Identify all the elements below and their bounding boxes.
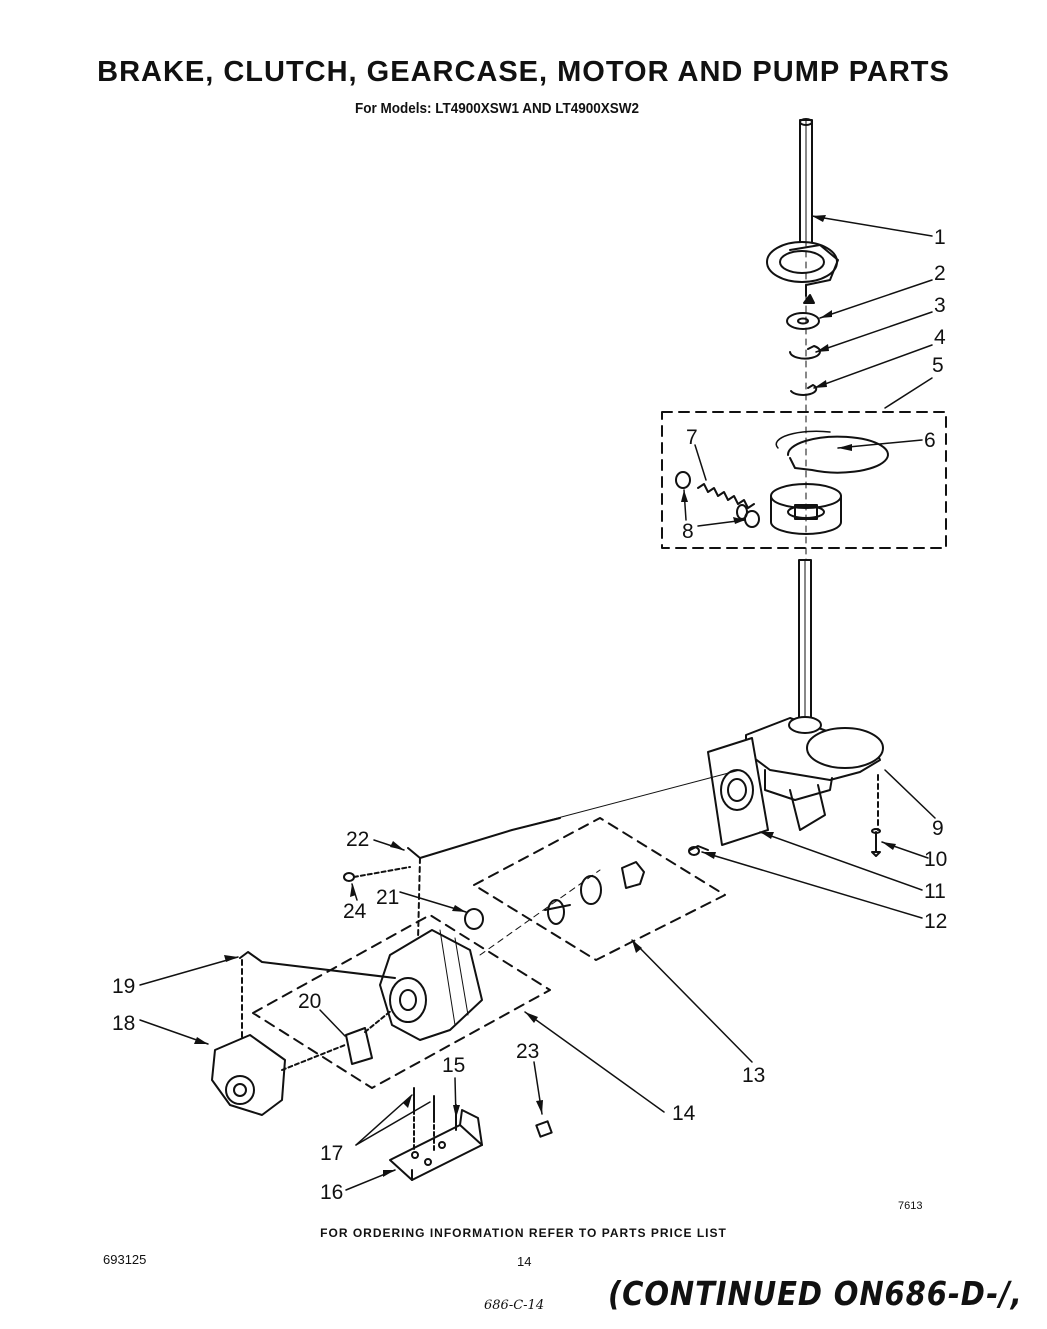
part-18-pump	[211, 1034, 346, 1116]
callout-1: 1	[934, 226, 946, 249]
part-8-pads	[675, 471, 760, 528]
callout-24: 24	[343, 900, 367, 923]
part-16-mount-bracket	[389, 1109, 483, 1181]
part-9-gearcase	[745, 716, 884, 831]
part-5-brake-assembly-box	[661, 411, 947, 549]
leader-arrowheads	[194, 215, 896, 1177]
callout-9: 9	[932, 817, 944, 840]
callout-23: 23	[516, 1040, 539, 1063]
motor	[379, 869, 601, 1041]
callout-5: 5	[932, 354, 944, 377]
callout-4: 4	[934, 326, 946, 349]
callout-3: 3	[934, 294, 946, 317]
callout-22: 22	[346, 828, 369, 851]
part-21-grommet	[464, 908, 484, 930]
part-22-bracket	[407, 769, 741, 941]
callout-8: 8	[682, 520, 694, 543]
part-2-washer	[786, 312, 820, 330]
callout-13: 13	[742, 1064, 765, 1087]
part-3-retaining-ring	[789, 345, 821, 360]
callout-labels: 1 2 3 4 5 6 7 8 9 10 11 12 13 14 15 16 1…	[112, 226, 947, 1204]
part-4-retaining-ring	[790, 384, 818, 396]
callout-15: 15	[442, 1054, 465, 1077]
part-20-switch	[345, 1009, 393, 1065]
figure-number: 7613	[898, 1200, 923, 1212]
part-11-gearcase-plate	[707, 737, 769, 846]
part-1-shaft-brake-cam	[766, 118, 839, 304]
models-subtitle: For Models: LT4900XSW1 AND LT4900XSW2	[355, 100, 640, 117]
handwritten-reference: 686-C-14	[484, 1298, 545, 1313]
part-12-bolt	[688, 845, 709, 856]
part-17-screws	[413, 1087, 435, 1151]
callout-21: 21	[376, 886, 399, 909]
continued-note: (CONTINUED ON686-D-/,	[608, 1274, 1023, 1313]
callout-12: 12	[924, 910, 947, 933]
part-6-brake-band	[775, 430, 889, 474]
callout-14: 14	[672, 1102, 696, 1125]
part-10-screw	[871, 828, 881, 857]
part-13-coupling-box	[473, 817, 726, 961]
coupling-parts	[544, 861, 645, 925]
callout-7: 7	[686, 426, 698, 449]
ordering-note: FOR ORDERING INFORMATION REFER TO PARTS …	[320, 1226, 727, 1240]
callout-16: 16	[320, 1181, 343, 1204]
part-14-motor-box	[252, 914, 551, 1089]
callout-20: 20	[298, 990, 321, 1013]
part-24-screw	[343, 866, 411, 882]
callout-18: 18	[112, 1012, 135, 1035]
callout-6: 6	[924, 429, 936, 452]
document-number: 693125	[103, 1252, 147, 1267]
callout-19: 19	[112, 975, 135, 998]
part-23-nut	[535, 1120, 553, 1138]
page-title: BRAKE, CLUTCH, GEARCASE, MOTOR AND PUMP …	[97, 56, 950, 88]
callout-2: 2	[934, 262, 946, 285]
callout-17: 17	[320, 1142, 343, 1165]
callout-10: 10	[924, 848, 947, 871]
part-19-clip	[239, 951, 396, 1041]
page-number: 14	[517, 1254, 532, 1269]
callout-11: 11	[924, 880, 946, 903]
